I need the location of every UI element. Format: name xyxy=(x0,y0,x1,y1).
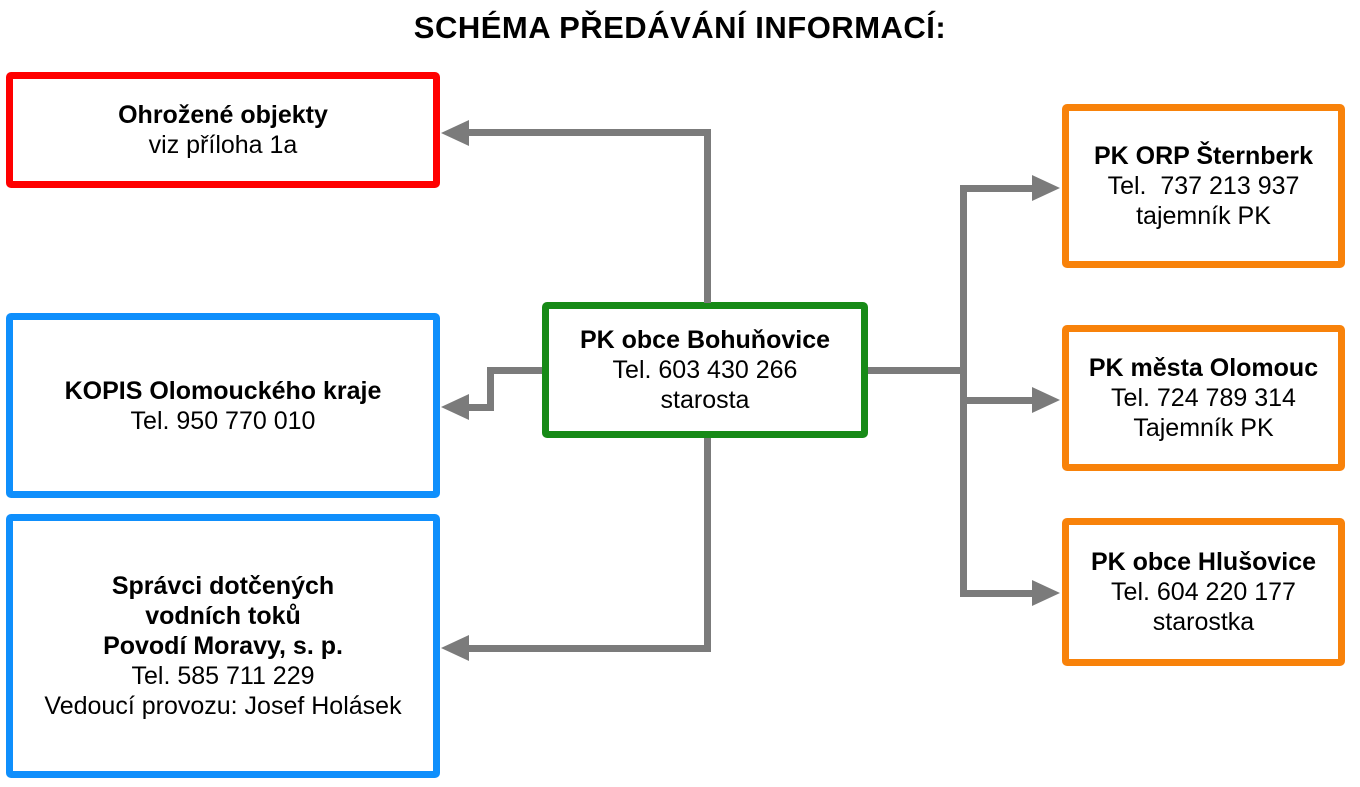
arrowhead-right-olomouc-icon xyxy=(1032,387,1060,413)
connector-branch-sternberk xyxy=(960,185,1036,192)
box-kopis: KOPIS Olomouckého kraje Tel. 950 770 010 xyxy=(6,313,440,498)
spravci-name-1: Správci dotčených xyxy=(111,572,335,600)
connector-spravci-vertical xyxy=(704,438,711,652)
ohrozene-name: Ohrožené objekty xyxy=(118,101,328,129)
arrowhead-right-sternberk-icon xyxy=(1032,175,1060,201)
connector-branch-hlusovice xyxy=(960,590,1036,597)
connector-branch-olomouc xyxy=(960,397,1036,404)
box-pk-olomouc: PK města Olomouc Tel. 724 789 314 Tajemn… xyxy=(1062,325,1345,471)
sternberk-role: tajemník PK xyxy=(1136,202,1271,230)
bohunovice-phone: Tel. 603 430 266 xyxy=(612,356,798,384)
bohunovice-name: PK obce Bohuňovice xyxy=(579,326,831,354)
kopis-phone: Tel. 950 770 010 xyxy=(130,406,316,435)
box-ohrozene-objekty: Ohrožené objekty viz příloha 1a xyxy=(6,72,440,188)
arrowhead-left-ohrozene-icon xyxy=(441,120,469,146)
connector-spravci-horizontal xyxy=(462,645,711,652)
box-pk-hlusovice: PK obce Hlušovice Tel. 604 220 177 staro… xyxy=(1062,518,1345,666)
connector-right-trunk xyxy=(960,185,967,597)
kopis-name: KOPIS Olomouckého kraje xyxy=(64,376,382,405)
sternberk-name: PK ORP Šternberk xyxy=(1093,142,1314,170)
box-spravci-toku: Správci dotčených vodních toků Povodí Mo… xyxy=(6,514,440,778)
spravci-phone: Tel. 585 711 229 xyxy=(131,662,315,690)
olomouc-phone: Tel. 724 789 314 xyxy=(1111,384,1296,412)
box-pk-bohunovice: PK obce Bohuňovice Tel. 603 430 266 star… xyxy=(542,302,868,438)
ohrozene-note: viz příloha 1a xyxy=(148,131,298,159)
diagram-title: SCHÉMA PŘEDÁVÁNÍ INFORMACÍ: xyxy=(413,10,947,45)
spravci-contact-person: Vedoucí provozu: Josef Holásek xyxy=(44,692,402,720)
connector-ohrozene-vertical xyxy=(704,129,711,303)
connector-ohrozene-horizontal xyxy=(462,129,711,136)
arrowhead-right-hlusovice-icon xyxy=(1032,580,1060,606)
olomouc-role: Tajemník PK xyxy=(1133,414,1274,442)
hlusovice-name: PK obce Hlušovice xyxy=(1090,548,1317,576)
arrowhead-left-kopis-icon xyxy=(441,394,469,420)
connector-kopis-horizontal-upper xyxy=(487,367,542,374)
sternberk-phone: Tel. 737 213 937 xyxy=(1107,172,1300,200)
hlusovice-role: starostka xyxy=(1152,608,1255,636)
bohunovice-role: starosta xyxy=(660,386,750,414)
connector-kopis-horizontal-lower xyxy=(465,404,494,411)
connector-kopis-vertical xyxy=(487,367,494,411)
hlusovice-phone: Tel. 604 220 177 xyxy=(1111,578,1296,606)
spravci-company: Povodí Moravy, s. p. xyxy=(103,632,343,660)
box-pk-sternberk: PK ORP Šternberk Tel. 737 213 937 tajemn… xyxy=(1062,104,1345,268)
olomouc-name: PK města Olomouc xyxy=(1088,354,1319,382)
arrowhead-left-spravci-icon xyxy=(441,635,469,661)
connector-right-feed xyxy=(868,367,967,374)
spravci-name-2: vodních toků xyxy=(145,602,301,630)
